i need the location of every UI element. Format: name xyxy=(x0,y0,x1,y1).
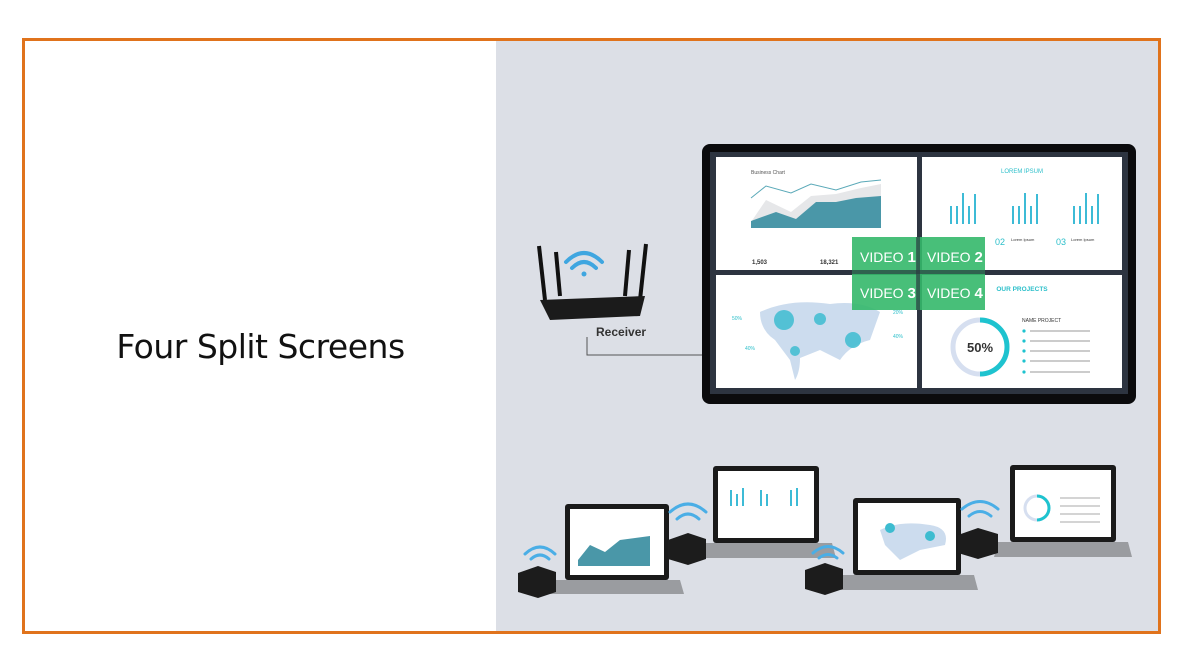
map-value: 40% xyxy=(893,334,904,340)
step-number: 03 xyxy=(1056,237,1066,247)
chart-title: Business Chart xyxy=(751,170,786,176)
wifi-icon xyxy=(564,251,604,277)
display-monitor: Business Chart 1,503 18,321 LOREM IPSUM … xyxy=(702,144,1136,404)
project-name: NAME PROJECT xyxy=(1022,318,1061,324)
transmitter-3 xyxy=(805,545,845,595)
transmitter-1 xyxy=(518,545,557,598)
step-label: Lorem Ipsum xyxy=(1011,237,1035,242)
wifi-icon xyxy=(668,502,708,521)
panel-title: LOREM IPSUM xyxy=(1001,169,1043,175)
laptop-2 xyxy=(696,466,836,558)
wifi-icon xyxy=(523,545,557,561)
wifi-icon xyxy=(811,545,845,560)
map-value: 40% xyxy=(745,346,756,352)
connection-line xyxy=(586,337,704,356)
title-panel: Four Split Screens xyxy=(25,41,496,631)
slide-title: Four Split Screens xyxy=(116,327,405,366)
panel-business-chart: Business Chart 1,503 18,321 xyxy=(716,157,917,270)
laptop-1 xyxy=(548,504,684,594)
laptop-3 xyxy=(836,498,978,590)
video-3-label: VIDEO 3 xyxy=(860,285,916,302)
wifi-icon xyxy=(960,500,1000,518)
donut-value: 50% xyxy=(967,340,993,355)
receiver-label: Receiver xyxy=(596,325,646,339)
step-label: Lorem Ipsum xyxy=(1071,237,1095,242)
transmitter-2 xyxy=(668,502,708,565)
video-4-label: VIDEO 4 xyxy=(927,285,983,302)
stat-value: 1,503 xyxy=(752,260,768,266)
video-overlay: VIDEO 1 VIDEO 2 VIDEO 3 VIDEO 4 xyxy=(852,237,985,310)
video-1-label: VIDEO 1 xyxy=(860,249,916,266)
panel-title: OUR PROJECTS xyxy=(996,286,1048,293)
video-2-label: VIDEO 2 xyxy=(927,249,983,266)
transmitter-4 xyxy=(958,500,1000,559)
stat-value: 18,321 xyxy=(820,260,839,266)
receiver-router: Receiver xyxy=(537,243,648,339)
map-value: 20% xyxy=(893,310,904,316)
step-number: 02 xyxy=(995,237,1005,247)
laptop-4 xyxy=(994,465,1132,557)
map-value: 50% xyxy=(732,316,743,322)
